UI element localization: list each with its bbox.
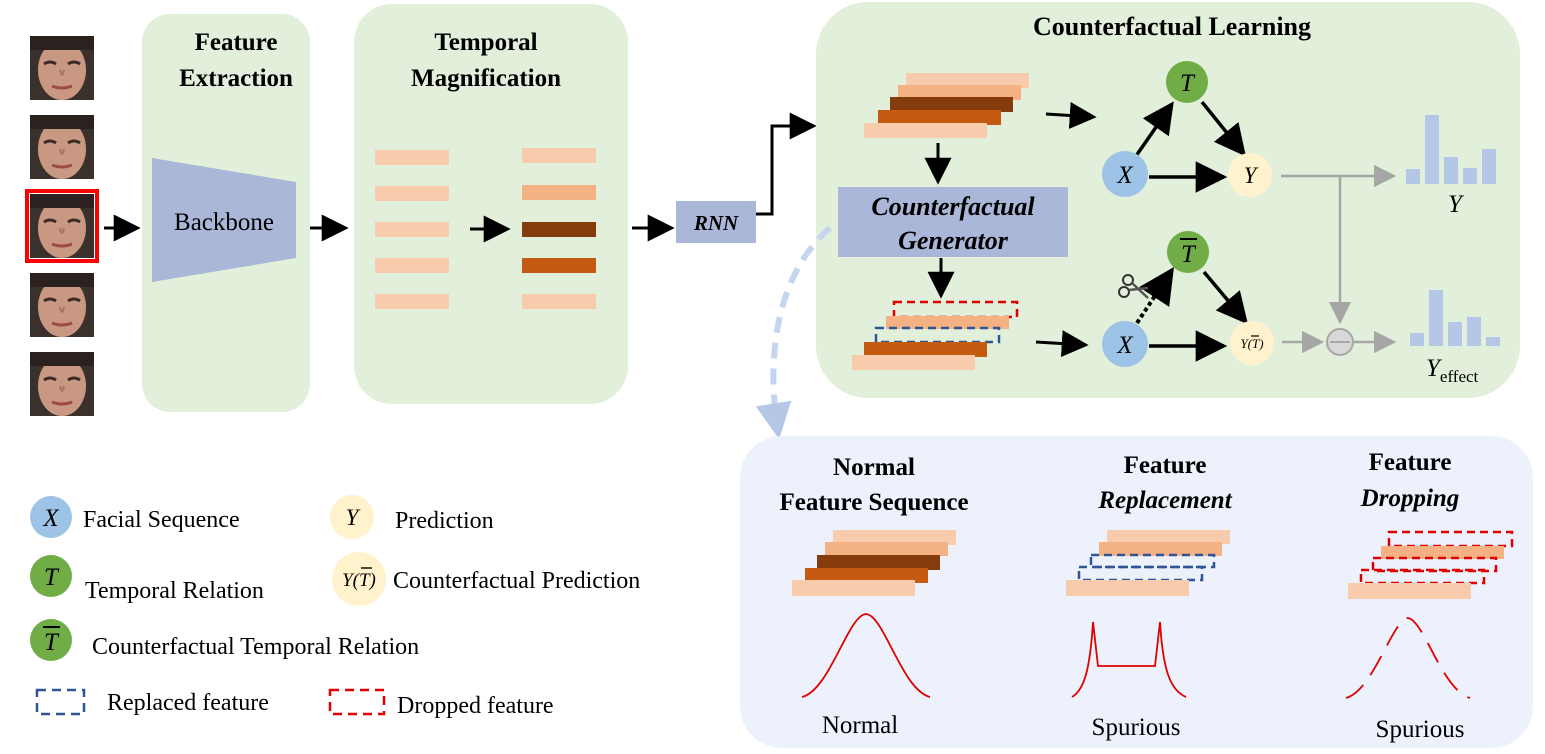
face-frame-1 <box>28 34 96 102</box>
counterfactual-feature-stack <box>852 300 1019 370</box>
normal-feature-stack <box>792 530 956 596</box>
facial-image-sequence <box>25 34 99 418</box>
temporal-magnification-title-line1: Temporal <box>434 29 537 56</box>
node-t-bar-label: T <box>1181 241 1197 268</box>
legend-tbar-symbol: T <box>44 629 60 656</box>
legend-ycf-label: Counterfactual Prediction <box>393 568 640 594</box>
legend-dropped-label: Dropped feature <box>397 693 554 719</box>
edge-t-to-y <box>1200 100 1246 157</box>
legend-x-label: Facial Sequence <box>83 507 240 533</box>
legend-replaced-label: Replaced feature <box>107 690 269 716</box>
edge-x-to-tbar-cut <box>1135 266 1174 325</box>
node-t <box>1166 61 1208 103</box>
node-y-cf-label: Y(T) <box>1240 336 1263 351</box>
node-x-label: X <box>1116 162 1134 189</box>
counterfactual-learning-panel: Counterfactual Learning Counterfactual G… <box>816 2 1520 398</box>
backbone-label: Backbone <box>174 209 274 236</box>
temporal-magnification-panel: Temporal Magnification <box>354 4 628 404</box>
legend-x-node <box>30 496 72 538</box>
normal-caption: Normal <box>822 712 898 739</box>
arrow-cf-stack-to-graph <box>1035 330 1089 358</box>
arrow-rnn-to-counterfactual <box>756 112 817 216</box>
replacement-caption: Spurious <box>1092 714 1181 741</box>
original-feature-stack <box>864 73 1029 138</box>
legend-t-label: Temporal Relation <box>85 578 264 604</box>
dropping-title-line1: Feature <box>1369 449 1452 476</box>
legend-dropped-swatch <box>328 688 386 716</box>
node-y <box>1228 153 1272 197</box>
counterfactual-generator-line1: Counterfactual <box>871 192 1035 221</box>
node-t-label: T <box>1180 70 1196 97</box>
legend-t-symbol: T <box>44 564 60 591</box>
replacement-feature-stack <box>1066 530 1230 596</box>
legend-replaced-swatch <box>35 688 86 716</box>
spurious-replacement-curve <box>1071 621 1187 698</box>
legend-x-symbol: X <box>42 505 60 532</box>
legend: X Facial Sequence T Temporal Relation T … <box>30 495 640 719</box>
edge-x-to-t <box>1134 101 1174 157</box>
legend-y-node <box>330 495 374 539</box>
legend-tbar-node <box>30 619 72 661</box>
rnn-box <box>676 201 756 243</box>
rnn-label: RNN <box>693 211 739 235</box>
feature-extraction-panel: Feature Extraction Backbone <box>142 14 310 412</box>
edge-tbar-to-ycf <box>1202 270 1249 325</box>
spurious-dropping-curve <box>1345 617 1471 699</box>
node-x-cf <box>1102 321 1148 367</box>
feature-extraction-title-line2: Extraction <box>179 65 293 92</box>
face-frame-3-selected <box>28 192 96 260</box>
dropping-title-line2: Dropping <box>1360 485 1460 512</box>
node-x-cf-label: X <box>1116 332 1134 359</box>
replacement-title-line2: Replacement <box>1097 487 1232 514</box>
normal-title-line1: Normal <box>833 454 915 481</box>
face-frame-2 <box>28 113 96 181</box>
feature-types-panel: Normal Feature Sequence Normal Feature R… <box>740 436 1533 748</box>
normal-distribution-curve <box>801 613 931 698</box>
backbone-trapezoid <box>152 158 296 282</box>
legend-tbar-label: Counterfactual Temporal Relation <box>92 634 419 660</box>
face-frame-5 <box>28 350 96 418</box>
histogram-y-effect <box>1410 290 1500 346</box>
output-y-label: Y <box>1448 191 1465 218</box>
node-y-label: Y <box>1244 163 1259 188</box>
explanation-pointer-arrow <box>755 225 832 440</box>
normal-title-line2: Feature Sequence <box>779 489 968 516</box>
input-feature-bars <box>375 150 449 309</box>
temporal-magnification-title-line2: Magnification <box>411 65 561 92</box>
histogram-y <box>1406 115 1496 184</box>
dropping-caption: Spurious <box>1376 716 1465 743</box>
node-x <box>1102 151 1148 197</box>
feature-extraction-title-line1: Feature <box>195 29 278 56</box>
legend-y-label: Prediction <box>395 508 494 534</box>
scissors-icon <box>1118 274 1149 299</box>
node-t-bar <box>1167 231 1209 273</box>
magnified-feature-bars <box>522 148 596 309</box>
arrow-stack-to-graph <box>1045 102 1097 129</box>
counterfactual-generator-box <box>838 187 1068 257</box>
legend-ycf-node <box>332 552 386 606</box>
replacement-title-line1: Feature <box>1124 452 1207 479</box>
dropping-feature-stack <box>1348 530 1514 599</box>
legend-ycf-symbol: Y(T) <box>342 570 376 591</box>
legend-t-node <box>30 555 72 597</box>
node-y-cf <box>1230 321 1274 365</box>
counterfactual-learning-title: Counterfactual Learning <box>1033 12 1311 41</box>
legend-y-symbol: Y <box>346 505 361 530</box>
selected-frame-outline <box>25 189 99 263</box>
output-y-effect-label: Yeffect <box>1426 355 1479 386</box>
counterfactual-generator-line2: Generator <box>898 226 1009 255</box>
face-frame-4 <box>28 271 96 339</box>
